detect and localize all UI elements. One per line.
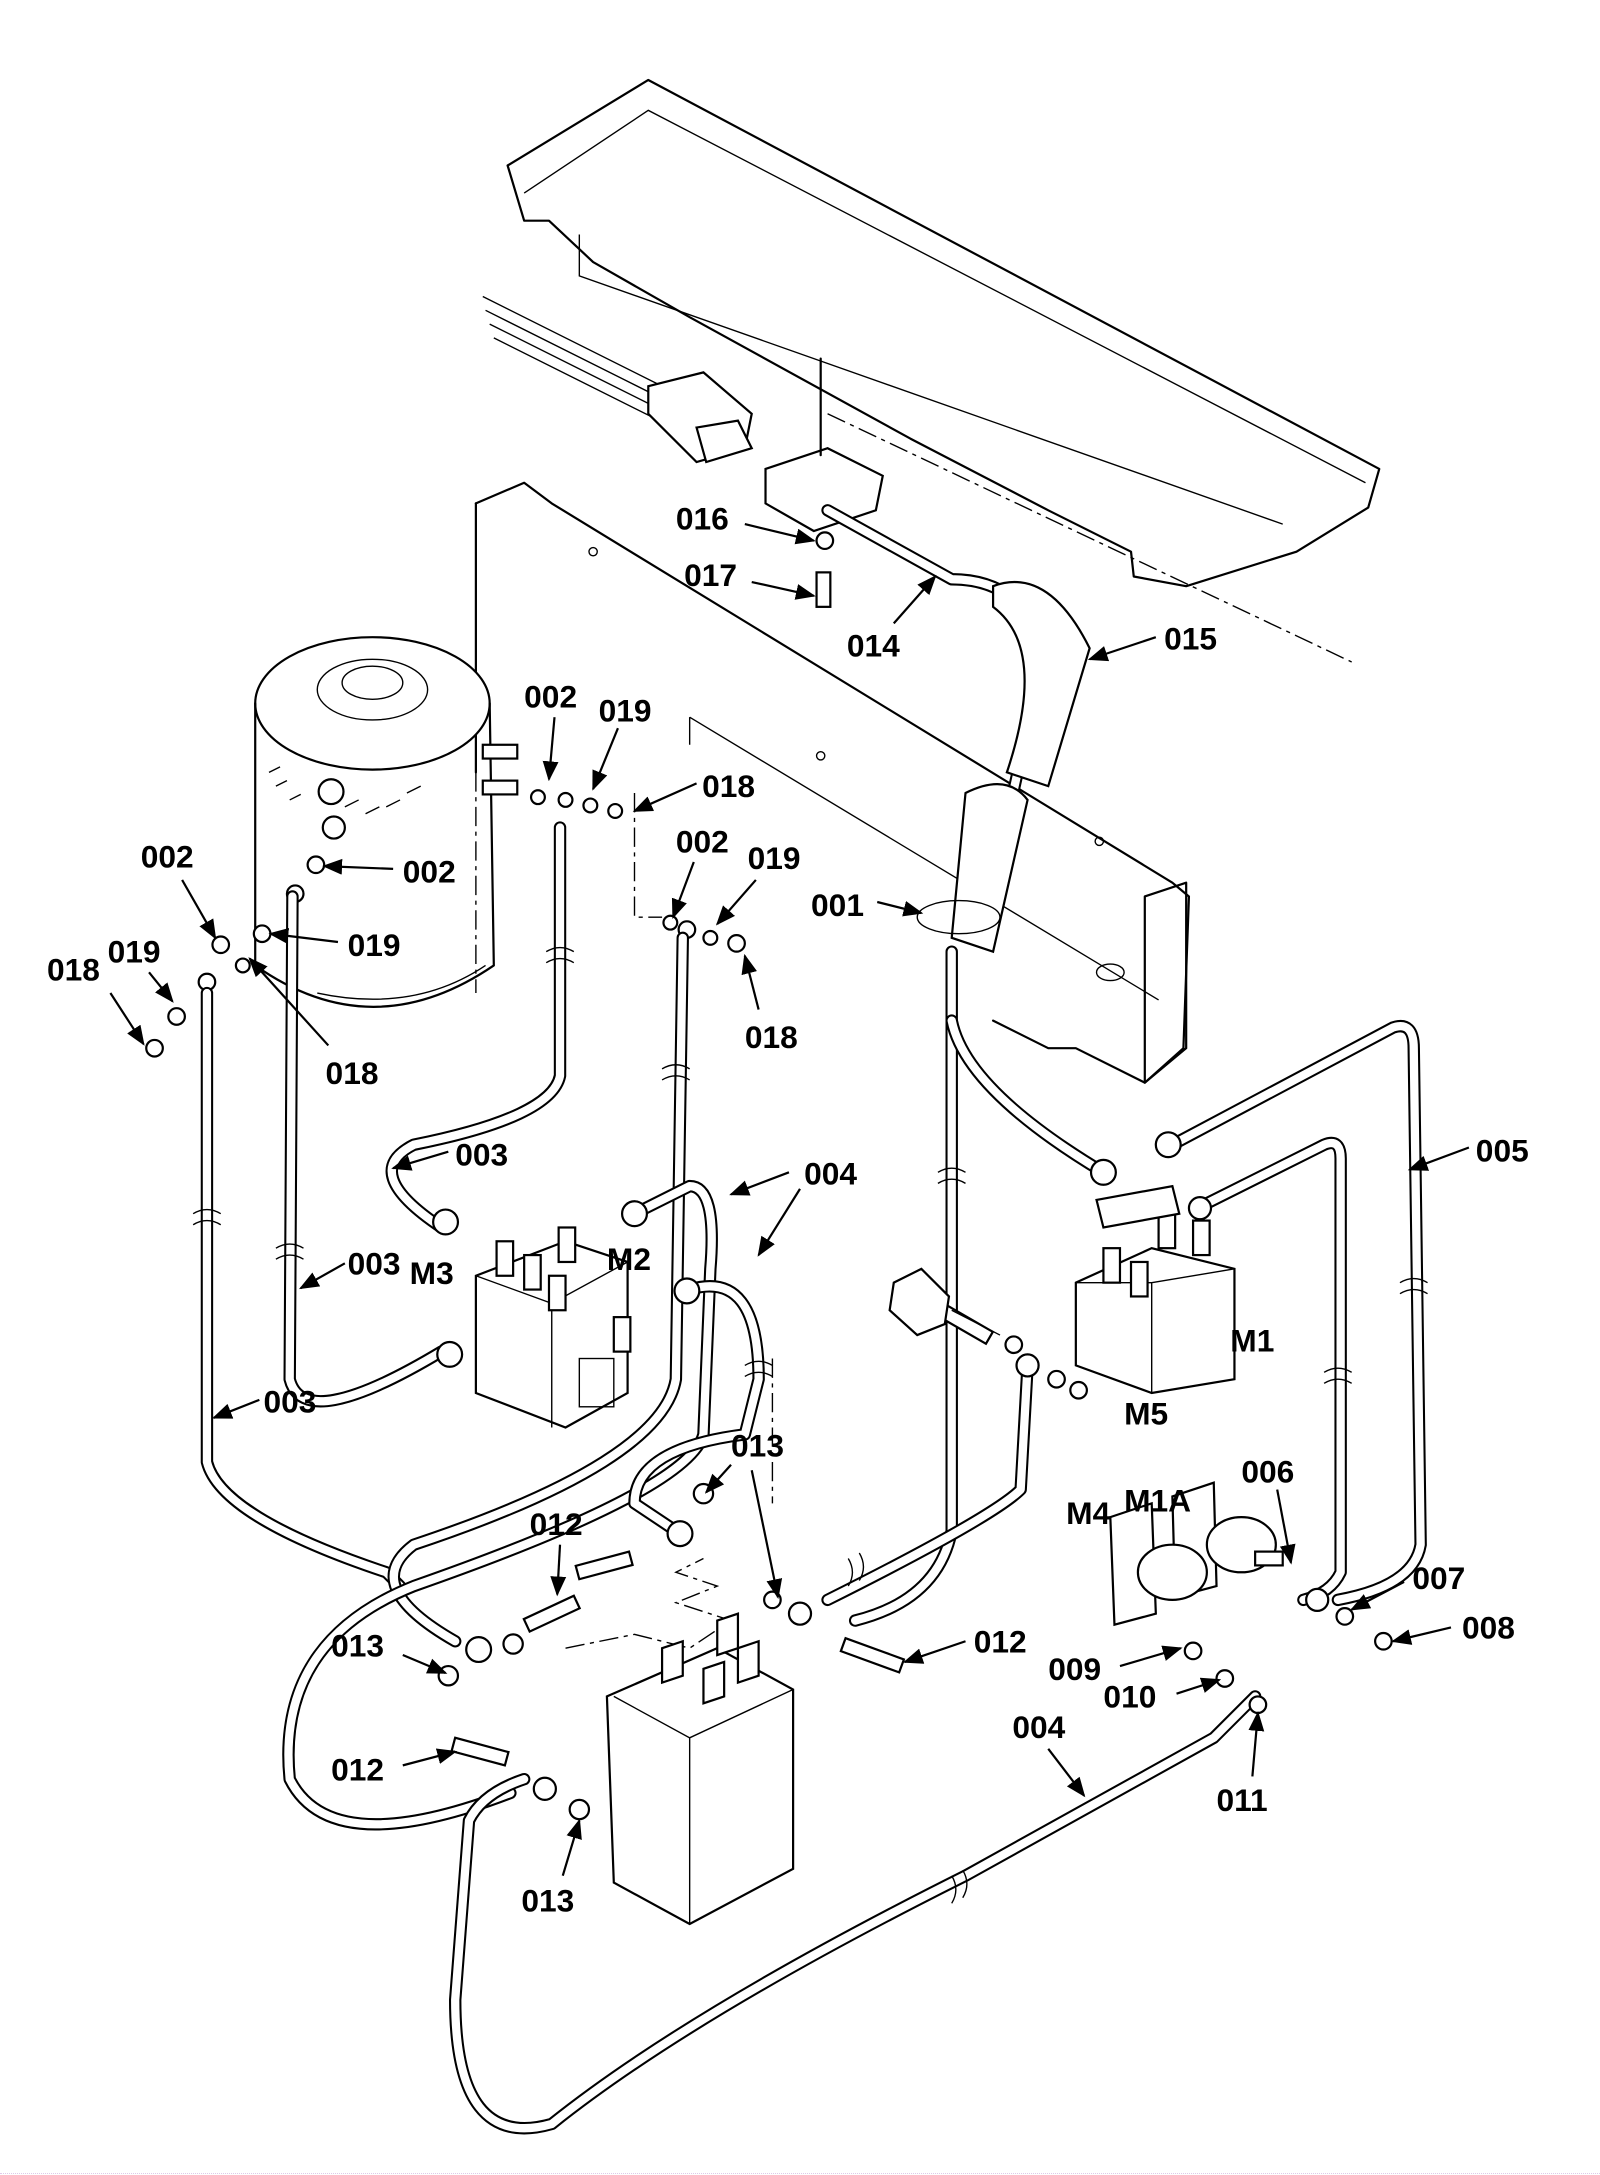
callout-002: 002 <box>141 839 194 875</box>
callout-m2: M2 <box>607 1241 651 1277</box>
callout-m1: M1 <box>1230 1323 1274 1359</box>
callout-003: 003 <box>455 1136 508 1172</box>
callout-016: 016 <box>676 501 729 537</box>
callout-012: 012 <box>331 1752 384 1788</box>
callout-010: 010 <box>1103 1678 1156 1714</box>
battery-connector <box>482 295 884 533</box>
callout-008: 008 <box>1462 1609 1515 1645</box>
callout-004: 004 <box>804 1156 857 1192</box>
callout-007: 007 <box>1412 1560 1465 1596</box>
cable-014-015 <box>821 504 1091 954</box>
callout-m5: M5 <box>1124 1396 1168 1432</box>
callout-003: 003 <box>348 1245 401 1281</box>
callout-004: 004 <box>1012 1709 1065 1745</box>
callout-002: 002 <box>403 854 456 890</box>
callout-015: 015 <box>1164 621 1217 657</box>
callout-m3: M3 <box>410 1255 454 1291</box>
callout-017: 017 <box>684 557 737 593</box>
callout-019: 019 <box>108 934 161 970</box>
contactor-m1-m5 <box>888 1184 1236 1395</box>
callout-019: 019 <box>348 927 401 963</box>
callout-001: 001 <box>811 887 864 923</box>
leader-arrows <box>109 523 1470 1877</box>
callout-011: 011 <box>1217 1782 1268 1818</box>
callout-002: 002 <box>676 823 729 859</box>
callout-m4: M4 <box>1066 1495 1110 1531</box>
callout-018: 018 <box>702 768 755 804</box>
callout-013: 013 <box>331 1627 384 1663</box>
hardware <box>145 531 835 1058</box>
callout-003: 003 <box>263 1383 316 1419</box>
callout-019: 019 <box>748 840 801 876</box>
callout-012: 012 <box>530 1506 583 1542</box>
callout-014: 014 <box>847 627 900 663</box>
cable-break-marks <box>192 946 1428 1904</box>
callout-m1a: M1A <box>1124 1483 1191 1519</box>
cables <box>200 821 1427 2135</box>
callout-018: 018 <box>47 952 100 988</box>
callout-012: 012 <box>974 1623 1027 1659</box>
callout-013: 013 <box>521 1883 574 1919</box>
callout-019: 019 <box>599 692 652 728</box>
mounting-panel <box>474 481 1191 1084</box>
controller <box>605 1612 795 1926</box>
callout-006: 006 <box>1241 1454 1294 1490</box>
callout-018: 018 <box>326 1055 379 1091</box>
contactor-m2-m3 <box>474 1226 632 1429</box>
callout-013: 013 <box>731 1427 784 1463</box>
page-edge <box>0 2173 1600 2174</box>
callout-018: 018 <box>745 1019 798 1055</box>
callout-005: 005 <box>1476 1132 1529 1168</box>
contactor-m1a-m4 <box>1109 1481 1284 1627</box>
callout-002: 002 <box>524 679 577 715</box>
seat <box>506 78 1381 588</box>
pump-motor <box>254 636 495 1008</box>
callout-labels: 016 017 014 015 002 019 018 002 002 019 … <box>47 501 1529 1919</box>
callout-009: 009 <box>1048 1651 1101 1687</box>
